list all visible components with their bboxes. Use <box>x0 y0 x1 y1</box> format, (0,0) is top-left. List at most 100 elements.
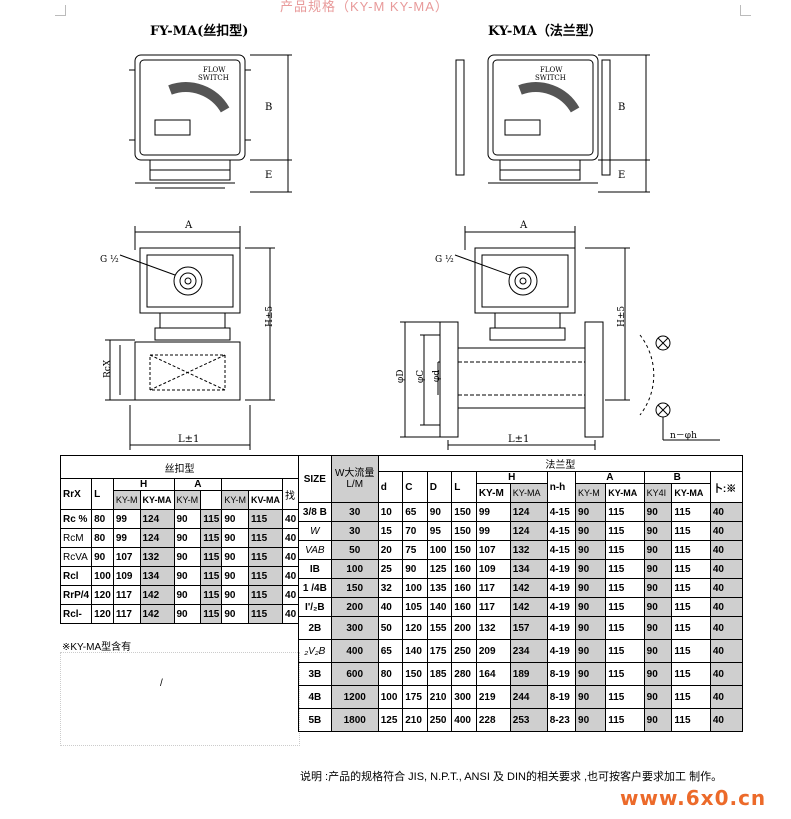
row-label: Rc % <box>59 509 93 529</box>
table-cell: 90 <box>221 528 250 548</box>
table-cell: 109 <box>475 559 511 579</box>
table-cell: 150 <box>451 540 477 560</box>
table-cell: 40 <box>709 559 744 579</box>
table-cell: 4-19 <box>546 578 577 598</box>
table-cell: 99 <box>112 528 141 548</box>
table-cell: 90 <box>221 604 250 624</box>
table-cell: 90 <box>643 559 673 579</box>
table-cell: 90 <box>575 597 607 617</box>
stray-mark: / <box>160 678 163 689</box>
table-cell: 120 <box>91 604 114 624</box>
table-cell: 142 <box>509 597 548 617</box>
table-cell: 30 <box>330 521 379 541</box>
table-cell: 115 <box>605 685 645 709</box>
table-cell: 100 <box>377 685 404 709</box>
table-cell: 115 <box>605 502 645 522</box>
flow-label-left: FLOW <box>203 66 226 74</box>
col-head <box>200 490 223 510</box>
table-cell: 115 <box>200 509 223 529</box>
table-cell: 40 <box>282 528 300 548</box>
table-cell: 219 <box>475 685 511 709</box>
row-label: W <box>298 521 332 541</box>
table-cell: 99 <box>475 521 511 541</box>
table-cell: 115 <box>248 585 284 605</box>
table-cell: 90 <box>575 578 607 598</box>
table-cell: 100 <box>330 559 379 579</box>
table-cell: 50 <box>330 540 379 560</box>
table-cell: 90 <box>402 559 428 579</box>
table-cell: 120 <box>91 585 114 605</box>
table-cell: 115 <box>605 540 645 560</box>
table-cell: 80 <box>91 528 114 548</box>
dim-a-left: A <box>184 220 193 231</box>
dim-b-left: B <box>265 102 272 113</box>
table-cell: 210 <box>426 685 453 709</box>
flange-spec-table: SIZE W大流量 L/M 法兰型 d C D L H n-h A B 卜:※ … <box>298 455 744 732</box>
row-label: 4B <box>298 685 332 709</box>
col-head-h: H <box>112 478 175 491</box>
dim-e-left: E <box>265 170 272 181</box>
table-cell: 115 <box>605 559 645 579</box>
table-cell: 124 <box>509 521 548 541</box>
row-label: 3/8 B <box>298 502 332 522</box>
dim-phic: φC <box>416 370 426 383</box>
switch-label-left: SWITCH <box>198 74 229 82</box>
col-head: KY-M <box>575 483 607 503</box>
table-cell: 115 <box>671 708 711 732</box>
dim-h-left: H±5 <box>265 306 275 327</box>
table-cell: 40 <box>282 547 300 567</box>
table-cell: 234 <box>509 639 548 663</box>
table-cell: 90 <box>643 597 673 617</box>
table-cell: 4-19 <box>546 559 577 579</box>
table-cell: 135 <box>426 578 453 598</box>
table-cell: 4-19 <box>546 639 577 663</box>
table-cell: 150 <box>451 521 477 541</box>
table-cell: 115 <box>671 597 711 617</box>
table-cell: 115 <box>671 559 711 579</box>
table-cell: 115 <box>605 578 645 598</box>
table-cell: 90 <box>426 502 453 522</box>
right-drawing-title: KY-MA（法兰型） <box>488 24 602 39</box>
table-cell: 90 <box>173 528 202 548</box>
table-cell: 30 <box>330 502 379 522</box>
table-cell: 140 <box>426 597 453 617</box>
table-cell: 80 <box>91 509 114 529</box>
corner-mark <box>740 5 751 16</box>
table-cell: 164 <box>475 662 511 686</box>
table-cell: 40 <box>709 578 744 598</box>
flow-label-right: FLOW <box>540 66 563 74</box>
row-label: 5B <box>298 708 332 732</box>
row-label: RrP/4 <box>59 585 93 605</box>
table-cell: 40 <box>709 616 744 640</box>
col-head: KY-M <box>475 483 511 503</box>
table-cell: 115 <box>671 578 711 598</box>
row-label: 1 /4B <box>298 578 332 598</box>
col-head: RrX <box>59 478 93 510</box>
table-cell: 142 <box>139 604 175 624</box>
table-cell: 107 <box>475 540 511 560</box>
table-cell: 210 <box>402 708 428 732</box>
dim-g-right: G ½ <box>435 254 454 265</box>
table-cell: 253 <box>509 708 548 732</box>
table-cell: 90 <box>173 509 202 529</box>
table-cell: 65 <box>377 639 404 663</box>
col-head-flow: W大流量 L/M <box>330 455 379 503</box>
table-cell: 115 <box>248 509 284 529</box>
col-head-blank <box>221 478 284 491</box>
table-cell: 115 <box>671 616 711 640</box>
table-cell: 115 <box>200 566 223 586</box>
row-label: I'/₂B <box>298 597 332 617</box>
dim-e-right: E <box>618 170 625 181</box>
right-front-view <box>455 54 650 193</box>
table-cell: 160 <box>451 597 477 617</box>
table-cell: 115 <box>248 604 284 624</box>
col-head: KY-MA <box>605 483 645 503</box>
row-label: RcM <box>59 528 93 548</box>
table-cell: 40 <box>282 585 300 605</box>
